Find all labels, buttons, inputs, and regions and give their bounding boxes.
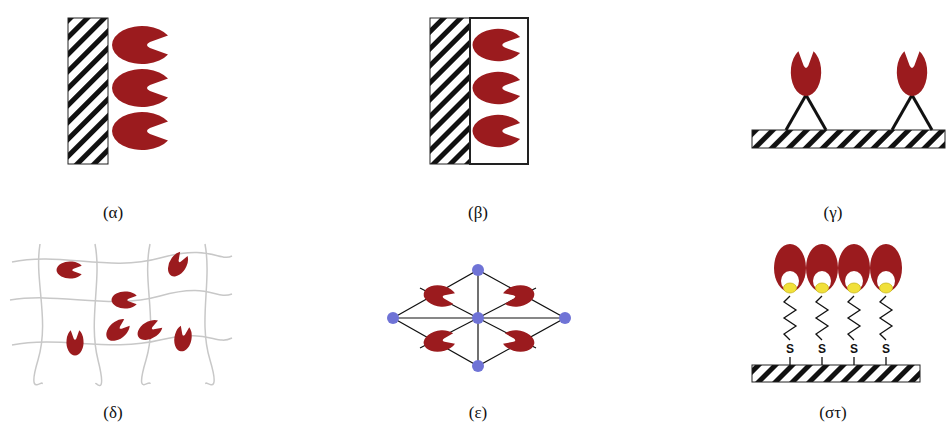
panel-label: (στ) [819,404,846,421]
panel-label: (γ) [824,204,843,221]
gel-panel [10,244,232,386]
panel-label: (α) [103,204,123,221]
panel-label: (β) [468,204,488,221]
covalent-panel [752,51,945,148]
adsorption-panel [68,18,168,164]
panel-label: (ε) [469,404,487,421]
gel-enzymes [57,250,194,356]
sulfur-atom-label: S [881,343,891,355]
sulfur-atom-label: S [849,343,859,355]
sam-panel [752,244,920,382]
panel-label: (δ) [103,404,122,421]
sulfur-atom-label: S [785,343,795,355]
sulfur-atom-label: S [817,343,827,355]
membrane-panel [430,18,528,164]
crosslink-panel [387,264,571,372]
